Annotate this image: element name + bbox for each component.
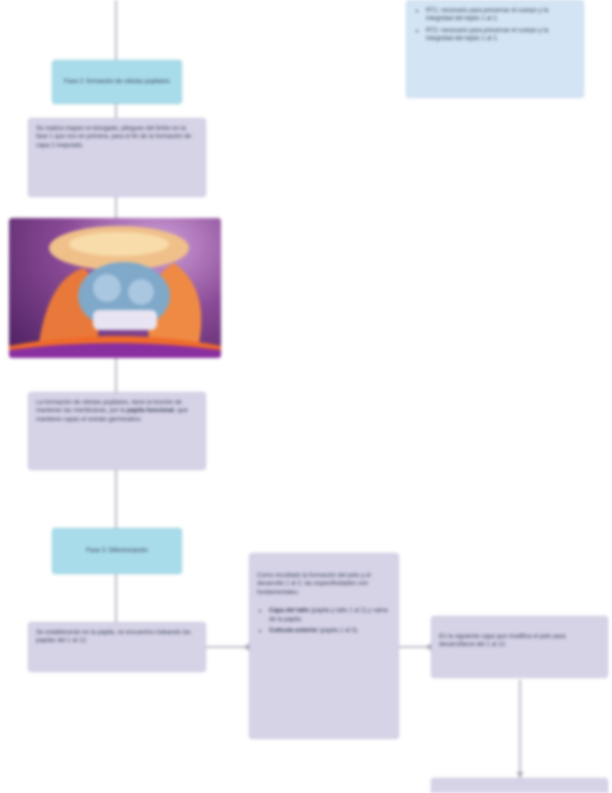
step-text: Se realiza mapeo el elongado, pliegues d… <box>36 125 192 149</box>
note-list: RT1: necesario para preservar el cuerpo … <box>414 7 576 44</box>
detail-item-bold: Capa del tallo <box>269 607 310 615</box>
phase-box-formation: Fase 2: formación de células pupilares <box>52 60 182 104</box>
step-text: En la siguiente capa que modifica el pel… <box>439 633 566 649</box>
arrowhead-bottom <box>516 772 524 778</box>
note-box: RT1: necesario para preservar el cuerpo … <box>406 0 584 98</box>
step-text-bold: papila funcional <box>126 407 174 415</box>
detail-box: Como resultado la formación del pelo y e… <box>249 553 399 739</box>
step-text-c: , que mantiene capas el estrato germinat… <box>36 407 188 423</box>
step-text-b: tiene la función de mantener las membran… <box>36 399 182 415</box>
detail-intro: Como resultado la formación del pelo y e… <box>257 572 371 596</box>
detail-item-text: (papila 1 al 3). <box>317 627 359 635</box>
step-box-next <box>431 778 608 793</box>
cell-illustration-icon <box>9 226 221 358</box>
detail-list: Capa del tallo (papila y tallo 1 al 2) y… <box>257 607 391 635</box>
phase-box-differentiation: Fase 3: Diferenciación <box>52 528 182 574</box>
phase-title: Fase 2: formación de células pupilares <box>64 77 170 85</box>
step-text: Se establecerán en la papila, se encuent… <box>36 629 191 645</box>
cell-illustration-image <box>9 218 221 358</box>
note-item: RT1: necesario para preservar el cuerpo … <box>426 7 576 24</box>
step-box-mapping: Se realiza mapeo el elongado, pliegues d… <box>28 118 206 197</box>
phase-title: Fase 3: Diferenciación <box>86 546 148 554</box>
detail-item: Capa del tallo (papila y tallo 1 al 2) y… <box>269 607 391 624</box>
detail-item-bold: Cutícula exterior <box>269 627 318 635</box>
detail-item-text: (papila y tallo 1 al 2) y vaina de la pa… <box>269 607 388 623</box>
note-item: RT2: necesario para preservar el cuerpo … <box>426 27 576 44</box>
arrowhead-step4 <box>425 643 431 651</box>
step-box-formation: La formación de células pupilares, tiene… <box>28 392 206 470</box>
step-box-layer: En la siguiente capa que modifica el pel… <box>431 616 608 678</box>
step-text-a: La formación de células pupilares, <box>36 399 130 406</box>
step-box-papilla: Se establecerán en la papila, se encuent… <box>28 622 206 672</box>
arrowhead-detail <box>243 643 249 651</box>
detail-item: Cutícula exterior (papila 1 al 3). <box>269 627 391 635</box>
